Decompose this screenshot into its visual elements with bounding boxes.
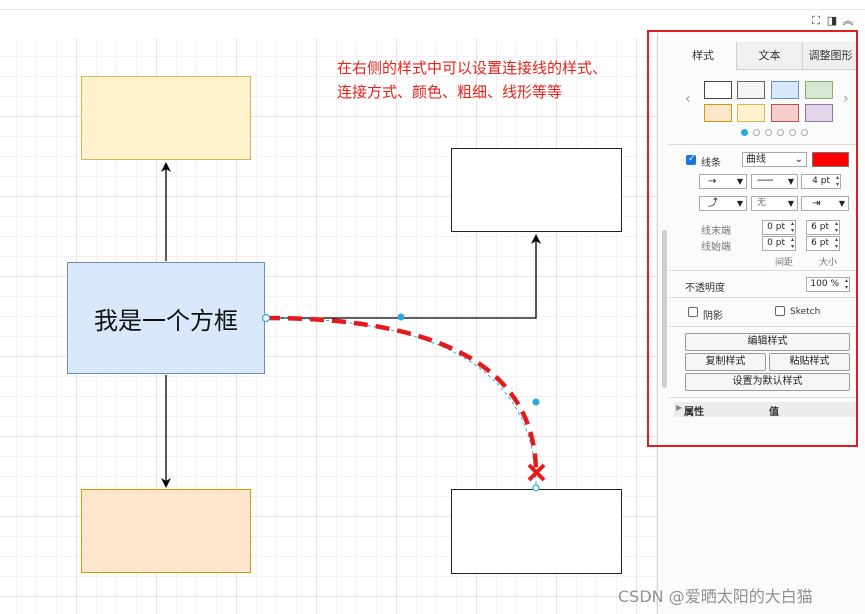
opacity-label: 不透明度 xyxy=(685,283,725,294)
end-spacing-input[interactable]: 0 pt xyxy=(762,220,796,235)
edge-waypoint-handle[interactable] xyxy=(397,313,405,321)
triangle-right-icon: ▶ xyxy=(676,403,683,412)
sketch-label: Sketch xyxy=(790,307,821,317)
chevron-down-icon: ▼ xyxy=(838,199,845,208)
shape-yellow-rectangle[interactable] xyxy=(81,76,251,160)
edge-control-handle[interactable] xyxy=(532,398,540,406)
edge-main-to-right-top[interactable] xyxy=(266,234,541,319)
chevron-left-icon[interactable]: ‹ xyxy=(685,91,691,107)
annotation-text: 在右侧的样式中可以设置连接线的样式、 连接方式、颜色、粗细、线形等等 xyxy=(337,56,607,104)
shape-white-rectangle-bottom[interactable] xyxy=(451,489,622,574)
copy-style-button[interactable]: 复制样式 xyxy=(685,353,766,371)
curved-connector-icon: ⤴ xyxy=(708,198,718,209)
style-swatch-red[interactable] xyxy=(771,104,799,122)
line-start-marker-select[interactable]: 无▼ xyxy=(751,196,798,211)
close-icon xyxy=(527,463,546,482)
edge-end-handle[interactable] xyxy=(532,484,540,492)
line-color-picker[interactable] xyxy=(812,152,849,167)
properties-col-value: 值 xyxy=(769,407,779,418)
chevron-down-icon: ▼ xyxy=(787,199,794,208)
start-size-input[interactable]: 6 pt xyxy=(806,236,840,251)
chevron-down-icon: ⌄ xyxy=(794,154,803,165)
arrow-end-marker-icon: ⇥ xyxy=(812,198,821,209)
divider xyxy=(668,297,858,298)
shape-orange-rectangle[interactable] xyxy=(81,489,251,573)
edge-selected-guide xyxy=(265,317,537,489)
line-label: 线条 xyxy=(701,158,721,169)
line-start-label: 线始端 xyxy=(701,242,731,253)
watermark: CSDN @爱晒太阳的大白猫 xyxy=(618,587,813,606)
fullscreen-icon[interactable]: ⛶ xyxy=(812,14,820,27)
page-dot[interactable] xyxy=(789,129,796,136)
style-swatch-green[interactable] xyxy=(805,81,833,99)
style-swatch-blue[interactable] xyxy=(771,81,799,99)
shadow-checkbox[interactable] xyxy=(688,307,698,317)
opacity-input[interactable]: 100 % xyxy=(806,277,850,292)
page-dot[interactable] xyxy=(801,129,808,136)
style-swatch-orange[interactable] xyxy=(704,104,732,122)
shape-main-box[interactable]: 我是一个方框 xyxy=(67,262,265,374)
chevron-right-icon[interactable]: › xyxy=(843,91,849,107)
edit-style-button[interactable]: 编辑样式 xyxy=(685,333,850,351)
line-checkbox[interactable] xyxy=(686,154,696,165)
panel-scrollbar[interactable] xyxy=(662,230,667,388)
format-panel xyxy=(657,30,865,614)
properties-header[interactable]: ▶ 属性 值 xyxy=(674,402,858,418)
start-spacing-input[interactable]: 0 pt xyxy=(762,236,796,251)
spacing-caption: 间距 xyxy=(775,258,794,268)
chevron-down-icon: ▼ xyxy=(787,177,794,186)
page-dot[interactable] xyxy=(741,129,748,136)
line-type-select[interactable]: 曲线 ⌄ xyxy=(742,152,807,167)
style-swatch-purple[interactable] xyxy=(805,104,833,122)
toolbar-divider xyxy=(0,9,865,10)
collapse-icon[interactable]: ︽ xyxy=(842,14,854,27)
annotation-line-2: 连接方式、颜色、粗细、线形等等 xyxy=(337,83,563,101)
dashed-line-icon: ------ xyxy=(757,175,774,186)
tab-text[interactable]: 文本 xyxy=(736,42,802,70)
dash-pattern-select[interactable]: ------ ▼ xyxy=(751,174,798,189)
arrow-right-icon: → xyxy=(708,176,717,187)
paste-style-button[interactable]: 粘贴样式 xyxy=(769,353,850,371)
line-end-marker-select[interactable]: ⇥▼ xyxy=(801,196,849,211)
page-dot[interactable] xyxy=(777,129,784,136)
chevron-down-icon: ▼ xyxy=(736,177,743,186)
page-dot[interactable] xyxy=(753,129,760,136)
divider xyxy=(668,326,858,327)
line-width-input[interactable]: 4 pt xyxy=(801,174,841,189)
line-start-marker-value: 无 xyxy=(757,198,767,208)
size-caption: 大小 xyxy=(819,258,838,268)
tab-arrange[interactable]: 调整图形 xyxy=(802,42,858,70)
chevron-down-icon: ▼ xyxy=(736,199,743,208)
sketch-checkbox[interactable] xyxy=(775,306,785,316)
divider xyxy=(668,270,858,271)
shape-white-rectangle-top[interactable] xyxy=(451,148,622,232)
style-swatch-yellow[interactable] xyxy=(737,104,765,122)
arrow-style-select[interactable]: →▼ xyxy=(699,174,747,189)
set-default-style-button[interactable]: 设置为默认样式 xyxy=(685,373,850,391)
tab-style-label: 样式 xyxy=(692,49,714,62)
main-box-text: 我是一个方框 xyxy=(94,306,238,335)
style-swatch-white[interactable] xyxy=(704,81,732,99)
properties-col-property: 属性 xyxy=(684,407,704,418)
edge-start-handle[interactable] xyxy=(261,313,271,323)
line-end-label: 线末端 xyxy=(701,226,731,237)
annotation-line-1: 在右侧的样式中可以设置连接线的样式、 xyxy=(337,59,608,77)
tab-style[interactable]: 样式 xyxy=(670,42,736,70)
end-size-input[interactable]: 6 pt xyxy=(806,220,840,235)
page-dot[interactable] xyxy=(765,129,772,136)
panel-toggle-icon[interactable]: ◨ xyxy=(826,14,838,27)
tab-text-label: 文本 xyxy=(758,49,781,62)
top-toolbar: ⛶ ◨ ︽ xyxy=(0,0,865,38)
edge-selected-curve[interactable] xyxy=(265,315,539,475)
waypoint-style-select[interactable]: ⤴▼ xyxy=(699,196,747,211)
shadow-label: 阴影 xyxy=(703,311,723,322)
divider xyxy=(668,397,858,398)
line-type-value: 曲线 xyxy=(746,154,766,165)
style-swatch-gray[interactable] xyxy=(737,81,765,99)
connector-layer xyxy=(161,162,546,492)
tab-arrange-label: 调整图形 xyxy=(808,49,853,62)
divider xyxy=(668,144,858,145)
